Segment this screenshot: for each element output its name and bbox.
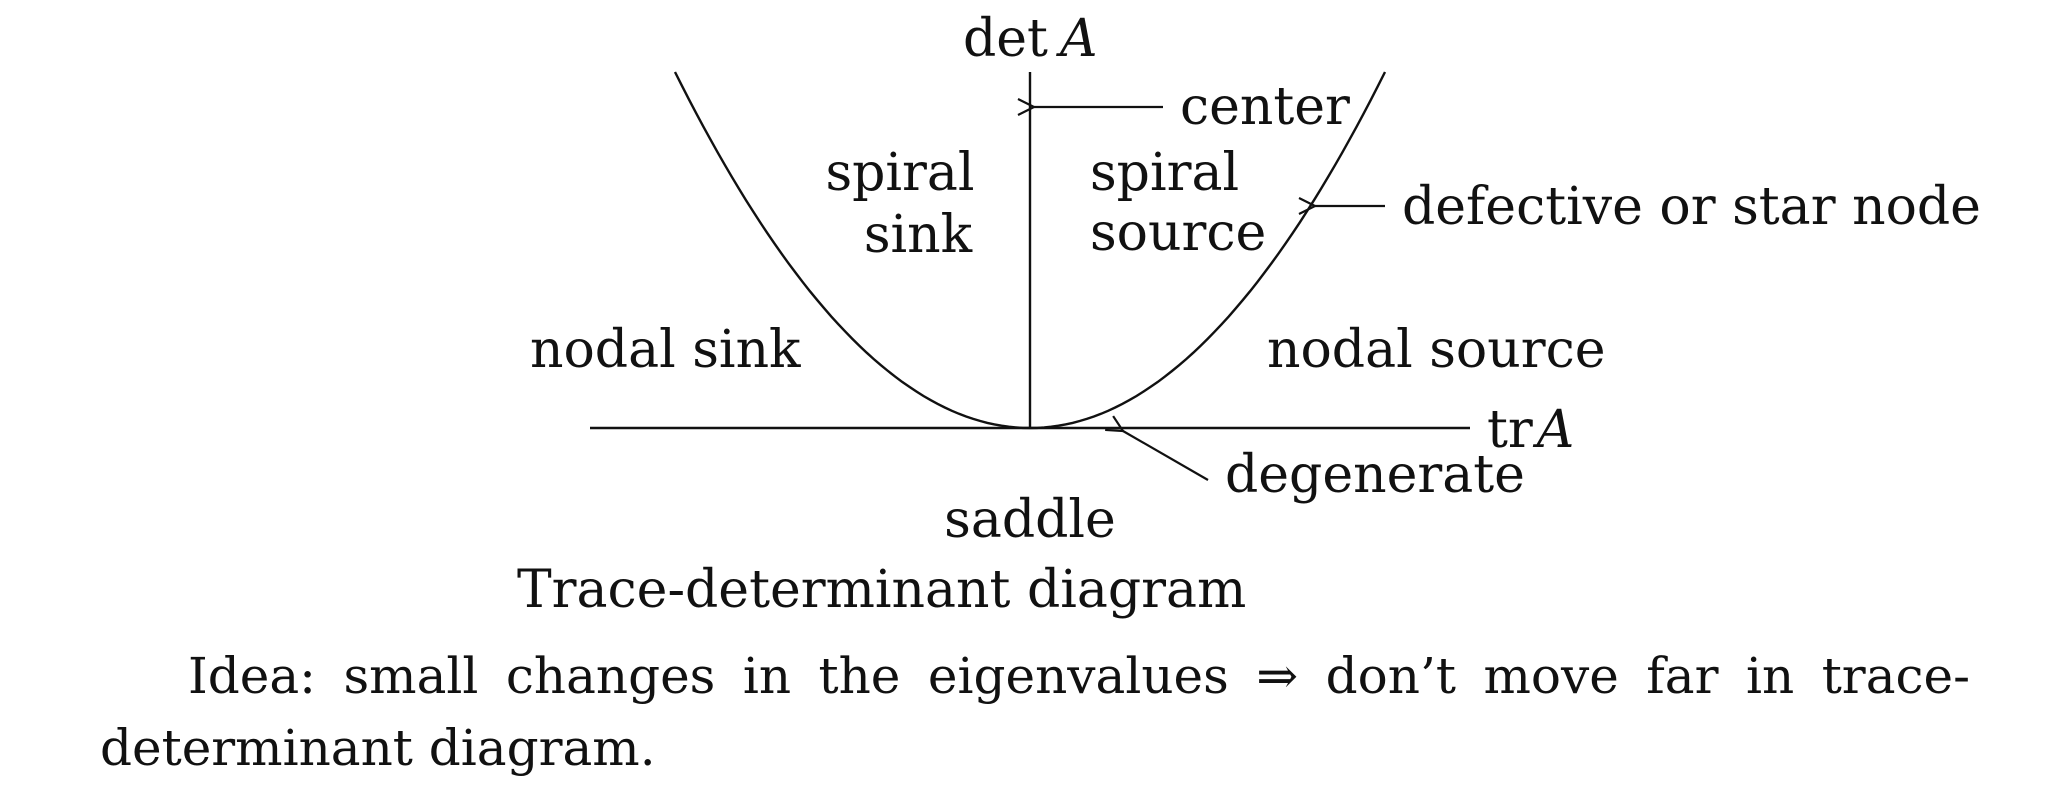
spiral-source-label-line1: spiral: [1090, 143, 1239, 203]
spiral-sink-label-line2: sink: [864, 205, 973, 265]
spiral-sink-label-line1: spiral: [825, 143, 974, 203]
parabola-curve: [673, 71, 1387, 430]
nodal-source-label: nodal source: [1267, 320, 1605, 380]
diagram-caption: Trace-determinant diagram: [517, 560, 1246, 620]
idea-paragraph: Idea: small changes in the eigenvalues ⇒…: [100, 647, 1970, 777]
degenerate-arrow: [1123, 431, 1209, 481]
tr-axis-label: trA: [1487, 400, 1574, 460]
degenerate-label: degenerate: [1225, 445, 1525, 505]
nodal-sink-label: nodal sink: [530, 320, 801, 380]
center-label: center: [1180, 77, 1350, 137]
defective-label: defective or star node: [1402, 177, 1981, 237]
spiral-source-label-line2: source: [1090, 203, 1266, 263]
saddle-label: saddle: [944, 490, 1116, 550]
